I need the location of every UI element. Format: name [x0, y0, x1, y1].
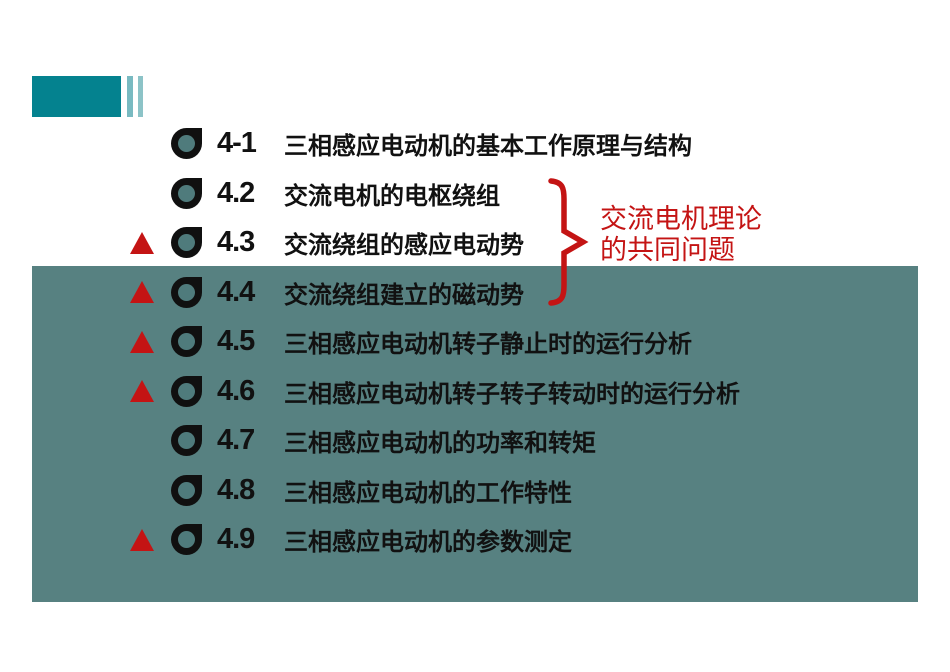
bullet-icon: [171, 425, 202, 457]
item-title: 交流绕组建立的磁动势: [284, 281, 524, 309]
item-title: 交流电机的电枢绕组: [284, 182, 500, 210]
toc-item-4-9[interactable]: 4.9 三相感应电动机的参数测定: [0, 515, 950, 565]
marker-triangle-icon: [130, 528, 154, 551]
bullet-icon: [171, 524, 202, 556]
toc-list: 4-1 三相感应电动机的基本工作原理与结构 4.2 交流电机的电枢绕组 4.3 …: [0, 119, 950, 565]
marker-triangle-icon: [130, 281, 154, 304]
item-number: 4.2: [217, 176, 255, 209]
bullet-icon: [171, 276, 202, 308]
decoration-bar-thin-1: [127, 76, 133, 117]
toc-item-4-2[interactable]: 4.2 交流电机的电枢绕组: [0, 169, 950, 219]
marker-triangle-icon: [130, 231, 154, 254]
item-number: 4.8: [217, 473, 255, 506]
marker-triangle-icon: [130, 380, 154, 403]
group-annotation-line2: 的共同问题: [600, 235, 735, 265]
decoration-bar-main: [32, 76, 121, 117]
decoration-bar-thin-2: [138, 76, 143, 117]
item-number: 4.5: [217, 325, 255, 358]
item-number: 4-1: [217, 127, 257, 160]
item-title: 交流绕组的感应电动势: [284, 232, 524, 260]
toc-item-4-1[interactable]: 4-1 三相感应电动机的基本工作原理与结构: [0, 119, 950, 169]
item-title: 三相感应电动机的参数测定: [284, 529, 572, 557]
bullet-icon: [171, 177, 202, 209]
item-title: 三相感应电动机的基本工作原理与结构: [284, 133, 692, 161]
item-number: 4.7: [217, 424, 255, 457]
bullet-icon: [171, 474, 202, 506]
group-annotation: 交流电机理论 的共同问题: [600, 204, 762, 266]
item-title: 三相感应电动机转子静止时的运行分析: [284, 331, 692, 359]
marker-triangle-icon: [130, 330, 154, 353]
item-title: 三相感应电动机的功率和转矩: [284, 430, 596, 458]
toc-item-4-6[interactable]: 4.6 三相感应电动机转子转子转动时的运行分析: [0, 367, 950, 417]
bullet-icon: [171, 326, 202, 358]
item-number: 4.3: [217, 226, 255, 259]
item-number: 4.6: [217, 374, 255, 407]
item-number: 4.4: [217, 275, 255, 308]
toc-item-4-7[interactable]: 4.7 三相感应电动机的功率和转矩: [0, 416, 950, 466]
bullet-icon: [171, 227, 202, 259]
toc-item-4-8[interactable]: 4.8 三相感应电动机的工作特性: [0, 466, 950, 516]
item-title: 三相感应电动机的工作特性: [284, 479, 572, 507]
bullet-icon: [171, 128, 202, 160]
group-annotation-line1: 交流电机理论: [600, 204, 762, 234]
toc-item-4-4[interactable]: 4.4 交流绕组建立的磁动势: [0, 268, 950, 318]
toc-item-4-5[interactable]: 4.5 三相感应电动机转子静止时的运行分析: [0, 317, 950, 367]
toc-item-4-3[interactable]: 4.3 交流绕组的感应电动势: [0, 218, 950, 268]
item-title: 三相感应电动机转子转子转动时的运行分析: [284, 380, 740, 408]
grouping-brace: [548, 178, 589, 306]
item-number: 4.9: [217, 523, 255, 556]
bullet-icon: [171, 375, 202, 407]
